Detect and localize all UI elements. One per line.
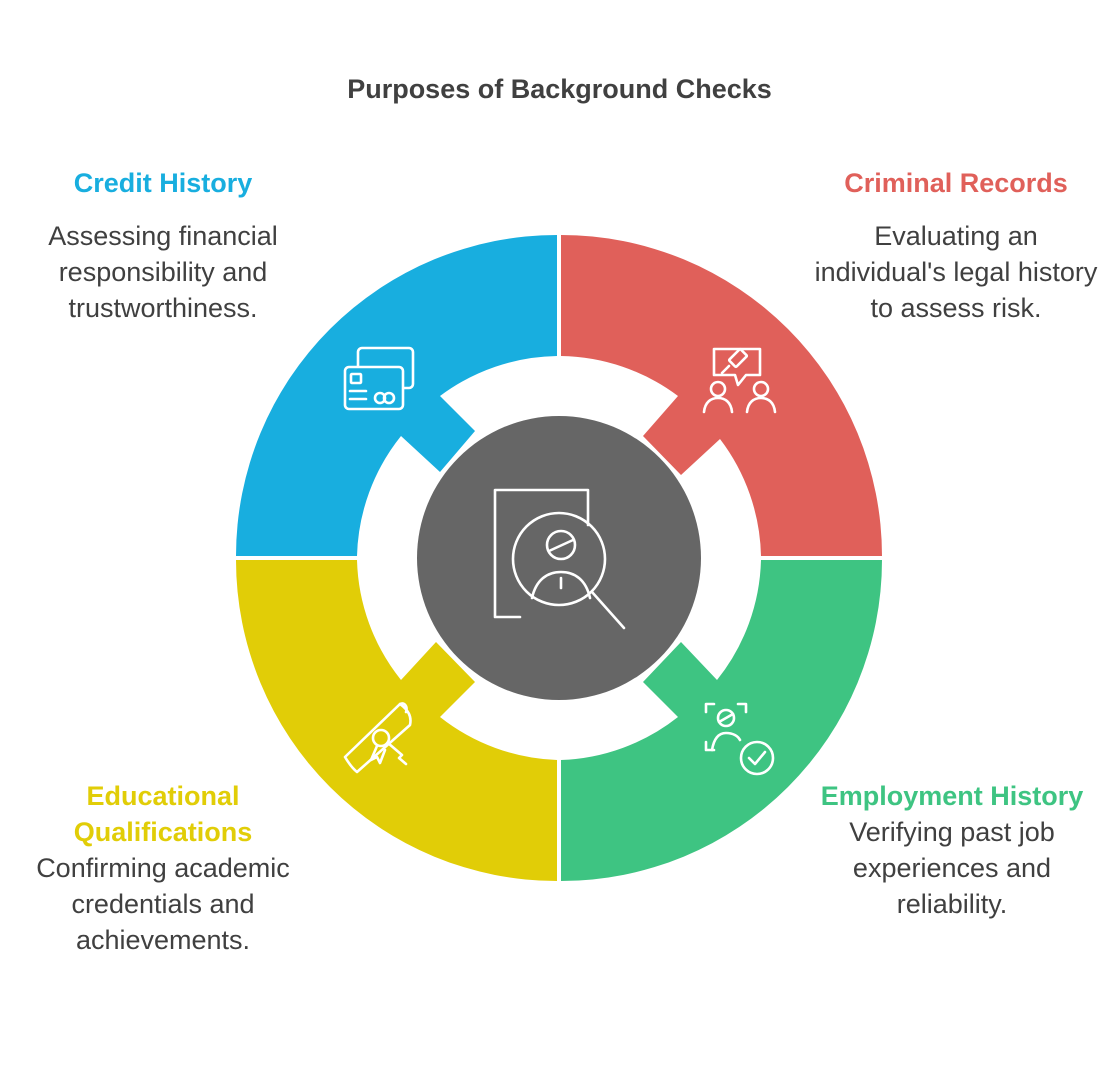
- person-verified-icon: [704, 702, 775, 776]
- employment-history-heading: Employment History: [820, 781, 1084, 811]
- educational-qualifications-heading: Educational Qualifications: [73, 781, 253, 847]
- diploma-icon: [343, 702, 412, 774]
- educational-qualifications-description: Confirming academic credentials and achi…: [36, 853, 290, 955]
- document-magnifier-person-icon: [493, 488, 626, 630]
- gavel-people-icon: [702, 347, 777, 414]
- credit-history-block: Credit History Assessing financial respo…: [13, 165, 313, 326]
- credit-history-description: Assessing financial responsibility and t…: [48, 221, 278, 323]
- educational-qualifications-block: Educational Qualifications Confirming ac…: [13, 778, 313, 958]
- criminal-records-block: Criminal Records Evaluating an individua…: [806, 165, 1106, 326]
- credit-history-heading: Credit History: [73, 168, 253, 198]
- criminal-records-description: Evaluating an individual's legal history…: [814, 221, 1098, 323]
- criminal-records-heading: Criminal Records: [844, 168, 1068, 198]
- diagram-title: Purposes of Background Checks: [347, 74, 772, 104]
- employment-history-block: Employment History Verifying past job ex…: [802, 778, 1102, 922]
- employment-history-description: Verifying past job experiences and relia…: [849, 817, 1055, 919]
- segment-education: [236, 560, 557, 881]
- credit-card-icon: [343, 346, 415, 411]
